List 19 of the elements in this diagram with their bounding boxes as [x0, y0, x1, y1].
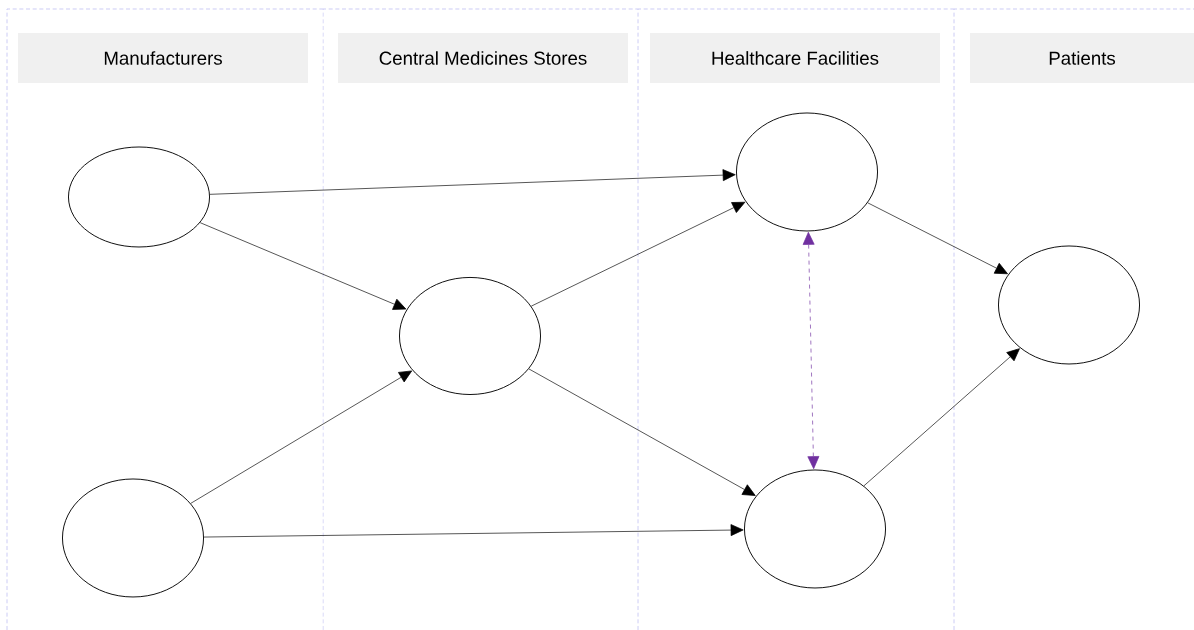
arrow: [209, 169, 736, 195]
arrow: [203, 524, 744, 538]
arrow: [867, 202, 1008, 275]
lane-header: Patients: [970, 33, 1194, 83]
ellipse-node: [399, 277, 541, 395]
ellipse-node: [68, 146, 210, 248]
arrow: [528, 368, 756, 496]
lane-header: Manufacturers: [18, 33, 308, 83]
arrow: [863, 348, 1020, 487]
arrow: [190, 370, 413, 504]
ellipse-node: [998, 245, 1140, 365]
arrow: [530, 201, 746, 307]
ellipse-node: [62, 478, 204, 598]
lane-header: Central Medicines Stores: [338, 33, 628, 83]
arrow: [802, 231, 820, 470]
ellipse-node: [736, 112, 878, 232]
ellipse-node: [744, 469, 886, 589]
arrow: [199, 222, 407, 310]
lane-header: Healthcare Facilities: [650, 33, 940, 83]
